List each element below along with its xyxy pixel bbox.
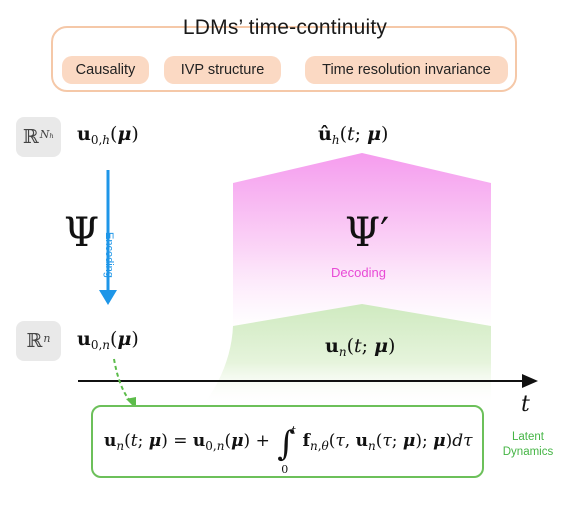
reconstructed-solution: ûh(t; μ) [318, 123, 389, 147]
full-order-initial-condition: u0,h(μ) [77, 123, 139, 147]
decoder-region [233, 153, 491, 330]
latent-dynamics-box [91, 405, 484, 478]
properties-title: LDMs’ time-continuity [182, 16, 388, 39]
high-dim-space-symbol: ℝ [22, 126, 39, 148]
latent-dynamics-equation: un(t; μ) = u0,n(μ) + ∫ t 0 fn,θ(τ, un(τ;… [104, 424, 473, 476]
low-dim-space-exponent: n [43, 331, 51, 345]
high-dim-space-exponent: Nₕ [39, 127, 55, 141]
encoder-symbol: Ψ [64, 210, 100, 256]
pill-time-resolution-invariance: Time resolution invariance [305, 56, 508, 84]
time-axis-label: t [521, 392, 530, 417]
decoding-label: Decoding [331, 265, 386, 280]
latent-dynamics-label: Latent Dynamics [502, 431, 554, 458]
latent-solution: un(t; μ) [325, 335, 396, 359]
latent-initial-condition: u0,n(μ) [77, 328, 139, 352]
time-axis-arrowhead [522, 374, 538, 388]
pill-ivp-structure: IVP structure [164, 56, 281, 84]
latent-region [205, 304, 491, 402]
encoding-arrowhead [99, 290, 117, 305]
pill-causality: Causality [62, 56, 149, 84]
low-dim-space-symbol: ℝ [26, 330, 43, 352]
encoding-label: Encoding [103, 232, 115, 278]
decoder-symbol: Ψ′ [345, 210, 390, 256]
